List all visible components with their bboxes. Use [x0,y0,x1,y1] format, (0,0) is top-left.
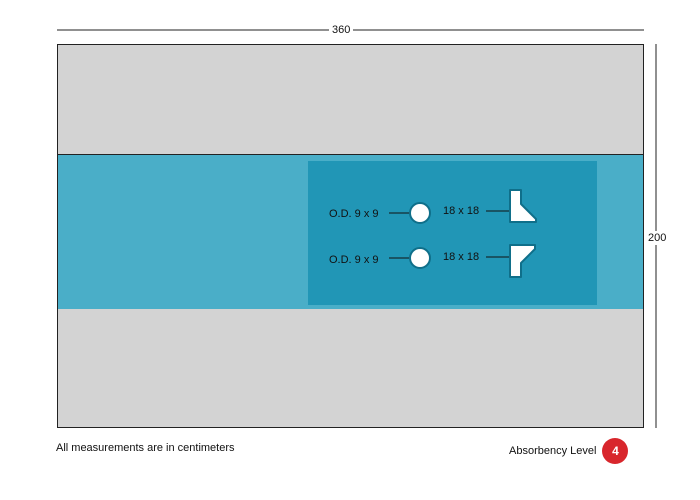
l-shape-cutout [509,189,537,223]
top-gray-panel [57,44,644,155]
circle-cutout-label-1: O.D. 9 x 9 [329,208,379,220]
height-dimension-label: 200 [645,231,670,245]
shape-cutout-label-2: 18 x 18 [443,251,480,263]
absorbency-level: Absorbency Level 4 [509,438,629,464]
circle-cutout-label-2: O.D. 9 x 9 [329,254,379,266]
cutout-zone [308,161,597,305]
absorbency-badge: 4 [602,438,629,464]
circle-cutout-1 [409,202,431,224]
circle-cutout-2 [409,247,431,269]
bottom-gray-panel [57,309,644,428]
measurement-note: All measurements are in centimeters [56,442,235,454]
width-dimension-label: 360 [329,23,354,37]
shape-cutout-label-1: 18 x 18 [443,205,480,217]
inverted-l-shape-cutout [509,244,536,278]
absorbency-label: Absorbency Level [509,445,597,457]
